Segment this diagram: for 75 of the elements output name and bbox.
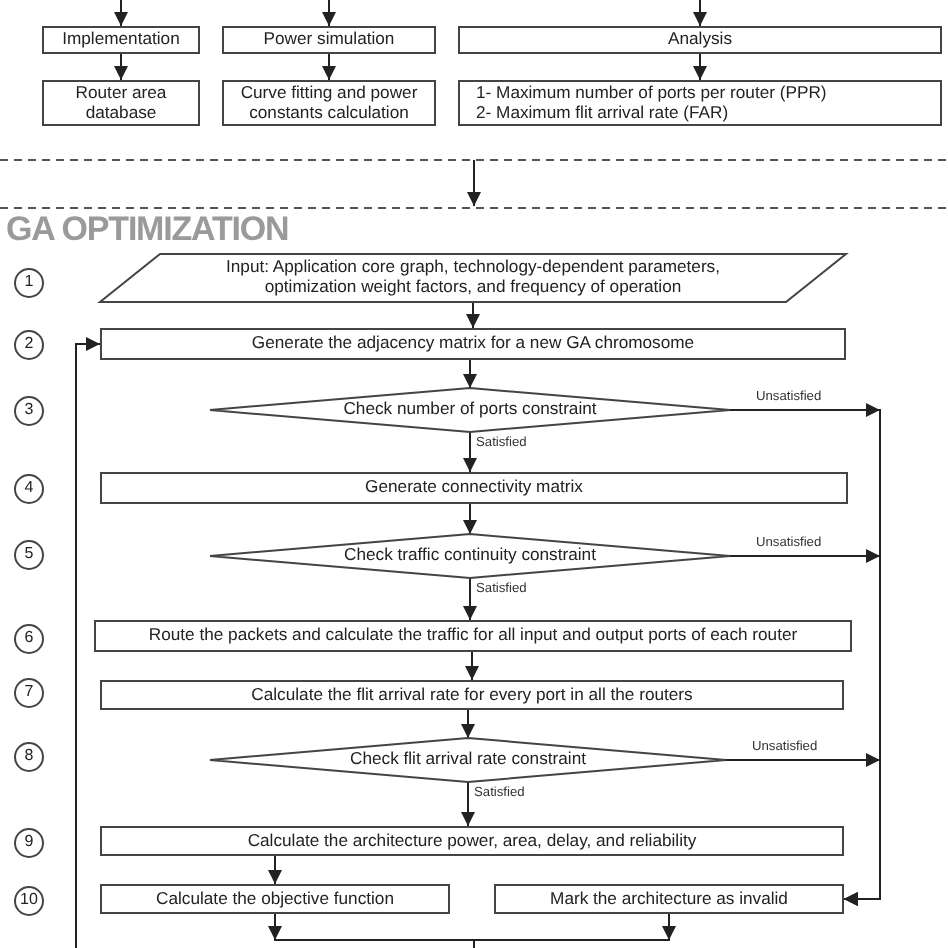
process-box	[94, 620, 852, 652]
step-number-circle	[14, 886, 44, 916]
input-parallelogram	[100, 254, 846, 302]
step-number: 5	[24, 546, 34, 564]
arrow	[322, 0, 336, 27]
arrow	[662, 913, 676, 941]
node-text: Analysis	[668, 30, 732, 50]
node-text: 2- Maximum flit arrival rate (FAR)	[476, 103, 729, 123]
arrow	[461, 709, 475, 739]
arrow	[693, 0, 707, 27]
step-number: 10	[20, 892, 38, 910]
process-box	[100, 826, 844, 856]
arrow	[268, 855, 282, 885]
step-number-circle	[14, 828, 44, 858]
step-number: 3	[24, 402, 34, 420]
arrow	[463, 359, 477, 389]
arrow	[693, 53, 707, 81]
arrow	[725, 759, 881, 906]
node-text: Check flit arrival rate constraint	[350, 750, 586, 770]
step-number: 6	[24, 630, 34, 648]
node-text: Check traffic continuity constraint	[344, 546, 596, 566]
arrow	[463, 431, 477, 473]
node-text: Calculate the flit arrival rate for every port in all the routers	[251, 685, 693, 705]
node-text: Input: Application core graph, technology-dependent parameters, optimization weight factors, and frequency of operation	[224, 258, 722, 298]
arrow	[463, 503, 477, 535]
step-number: 2	[24, 336, 34, 354]
process-box	[458, 26, 942, 54]
arrow	[463, 577, 477, 621]
step-number-circle	[14, 268, 44, 298]
step-number: 7	[24, 684, 34, 702]
step-number-circle	[14, 474, 44, 504]
step-number-circle	[14, 396, 44, 426]
step-number: 8	[24, 748, 34, 766]
node-text: Curve fitting and power constants calculation	[238, 83, 420, 123]
node-text: Calculate the objective function	[156, 889, 394, 909]
process-box	[42, 80, 200, 126]
step-number: 9	[24, 834, 34, 852]
node-text: Router area database	[73, 83, 169, 123]
arrow	[114, 53, 128, 81]
node-text: 1- Maximum number of ports per router (PPR)	[476, 83, 827, 103]
node-text: Power simulation	[263, 30, 395, 50]
arrow	[465, 651, 479, 681]
process-box	[100, 884, 450, 914]
step-number: 4	[24, 480, 34, 498]
node-text: Calculate the architecture power, area, delay, and reliability	[247, 831, 697, 851]
arrow	[75, 337, 101, 948]
process-box	[494, 884, 844, 914]
node-text: Generate the adjacency matrix for a new GA chromosome	[251, 334, 695, 354]
process-box	[100, 328, 846, 360]
process-box	[458, 80, 942, 126]
arrow	[322, 53, 336, 81]
step-number-circle	[14, 624, 44, 654]
process-box	[222, 80, 436, 126]
decision-diamond	[210, 388, 730, 432]
section-title: GA OPTIMIZATION	[6, 210, 289, 250]
arrow	[268, 913, 282, 941]
step-number-circle	[14, 678, 44, 708]
step-number: 1	[24, 274, 34, 292]
node-text: Generate connectivity matrix	[365, 478, 583, 498]
process-box	[42, 26, 200, 54]
node-text: Mark the architecture as invalid	[550, 889, 788, 909]
arrow	[114, 0, 128, 27]
process-box	[222, 26, 436, 54]
node-text: Implementation	[62, 30, 180, 50]
arrow	[466, 301, 480, 329]
process-box	[100, 680, 844, 710]
decision-diamond	[210, 534, 730, 578]
node-text: Check number of ports constraint	[343, 400, 597, 420]
step-number-circle	[14, 540, 44, 570]
decision-diamond	[210, 738, 726, 782]
arrow	[461, 781, 475, 827]
step-number-circle	[14, 330, 44, 360]
step-number-circle	[14, 742, 44, 772]
process-box	[100, 472, 848, 504]
node-text: Route the packets and calculate the traffic for all input and output ports of each router	[148, 626, 798, 646]
